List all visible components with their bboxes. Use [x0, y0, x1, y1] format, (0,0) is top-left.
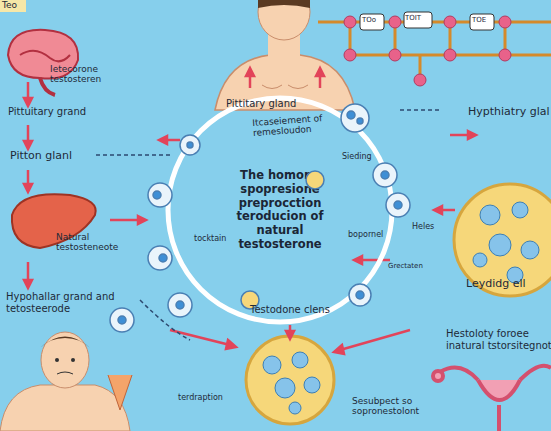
organ-label: Pittuitary grand — [8, 106, 118, 118]
brain-label: Ietecorone testosteren — [50, 64, 125, 85]
organ-label: Pittitary gland — [226, 98, 326, 110]
cell-label: Leydidg ell — [466, 278, 551, 291]
cycle-label: Sesubpect so sopronestolont — [352, 396, 467, 417]
cycle-label: bopornel — [348, 230, 408, 239]
molecule-label: TOo — [362, 16, 386, 24]
cycle-label: Sieding — [342, 152, 402, 161]
organ-label: Hypthiatry glal — [468, 106, 551, 119]
molecule-chain — [318, 22, 551, 80]
organ-label: Natural testosteneote — [56, 232, 146, 253]
leydig-cell — [454, 184, 551, 296]
testosterone-cell — [246, 336, 334, 424]
corner-label: Teo — [2, 0, 32, 10]
molecule-label: TOIT — [405, 14, 435, 22]
person-lower — [0, 332, 132, 431]
side-note: Hestoloty foroee inatural tstorsitegnot — [446, 328, 551, 351]
uterus — [433, 366, 551, 431]
organ-label: Pitton glanl — [10, 150, 110, 163]
cycle-label: Heles — [412, 222, 452, 231]
cell-label: Testodone clens — [250, 304, 360, 316]
molecule-label: TOE — [472, 16, 496, 24]
cycle-label: tocktain — [194, 234, 254, 243]
cycle-label: terdraption — [178, 393, 258, 402]
brain — [8, 30, 78, 95]
center-title: The homone spopresione preprocction tero… — [221, 169, 339, 252]
organ-label: Hypohallar grand and tetosteerode — [6, 291, 126, 314]
arrows — [24, 68, 476, 354]
cycle-label: Grectaten — [388, 262, 448, 270]
person-torso — [215, 0, 355, 110]
